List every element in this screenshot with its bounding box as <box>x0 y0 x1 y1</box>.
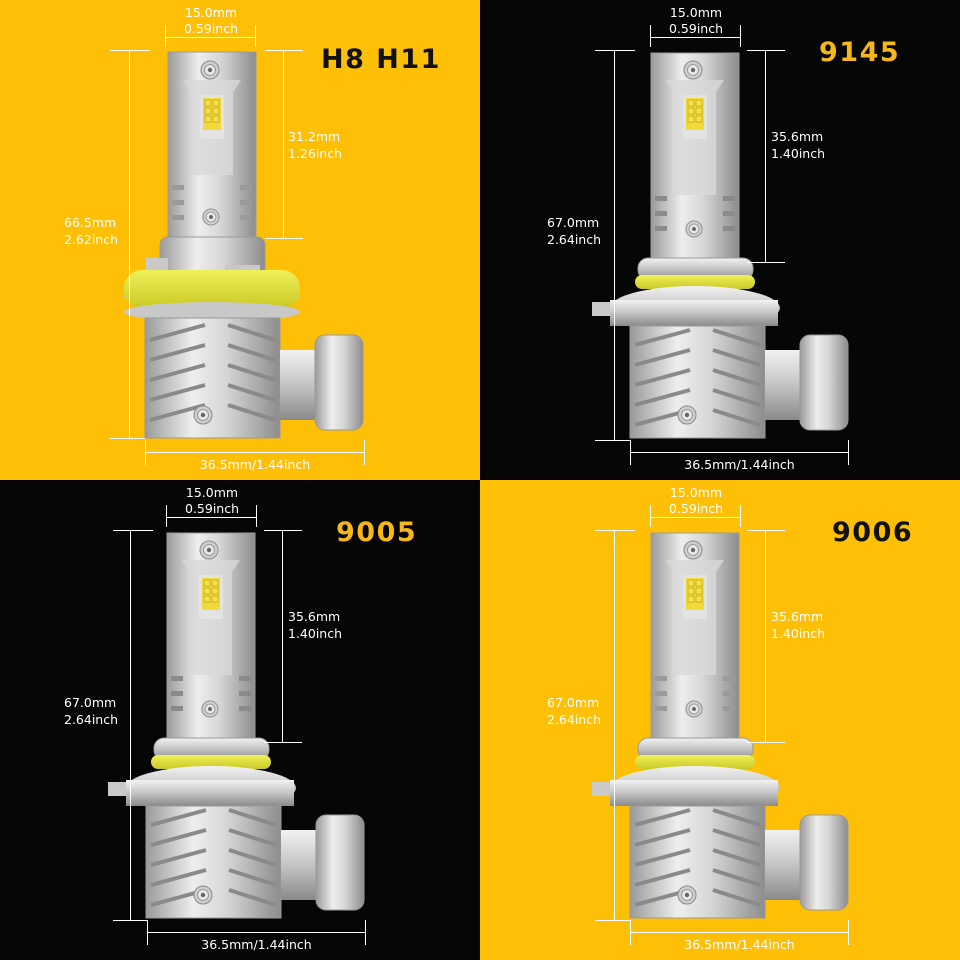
width-dimension-line <box>165 37 256 38</box>
total-height-inch-label: 2.64inch <box>64 712 119 727</box>
width-tick-left <box>650 505 651 527</box>
width-dimension-line <box>650 517 741 518</box>
9006-bulb-illustration <box>592 532 849 919</box>
total-height-mm-label: 67.0mm <box>547 215 600 230</box>
width-tick-right <box>740 505 741 527</box>
base-tick-right <box>848 440 849 465</box>
height-tick-top <box>113 530 153 531</box>
head-tick-top <box>264 530 302 531</box>
head-tick-bottom <box>264 742 302 743</box>
model-title: H8 H11 <box>321 44 441 75</box>
head-height-mm-label: 35.6mm <box>771 609 824 624</box>
base-width-line <box>630 932 849 933</box>
model-title: 9005 <box>336 517 418 548</box>
width-inch-label: 0.59inch <box>668 501 724 516</box>
total-height-line <box>614 50 615 440</box>
base-width-label: 36.5mm/1.44inch <box>684 457 795 472</box>
base-width-line <box>630 452 849 453</box>
width-mm-label: 15.0mm <box>185 485 239 500</box>
head-height-mm-label: 35.6mm <box>288 609 341 624</box>
head-height-line <box>765 530 766 742</box>
width-inch-label: 0.59inch <box>184 501 240 516</box>
height-tick-top <box>595 530 635 531</box>
base-width-line <box>145 452 365 453</box>
height-tick-top <box>595 50 635 51</box>
width-tick-right <box>256 505 257 527</box>
width-inch-label: 0.59inch <box>668 21 724 36</box>
base-width-line <box>147 932 366 933</box>
total-height-line <box>130 530 131 920</box>
height-tick-bottom <box>595 440 630 441</box>
total-height-inch-label: 2.64inch <box>547 712 602 727</box>
base-tick-left <box>630 920 631 945</box>
head-height-line <box>283 50 284 238</box>
width-mm-label: 15.0mm <box>669 5 723 20</box>
panel-9145: 9145 15.0mm 0.59inch 67.0mm 2.64inch 35.… <box>480 0 960 480</box>
total-height-line <box>129 50 130 438</box>
total-height-line <box>614 530 615 920</box>
height-tick-bottom <box>595 920 630 921</box>
width-tick-right <box>740 25 741 47</box>
base-tick-right <box>364 440 365 465</box>
total-height-mm-label: 67.0mm <box>64 695 117 710</box>
base-tick-left <box>630 440 631 465</box>
base-tick-left <box>147 920 148 945</box>
width-inch-label: 0.59inch <box>183 21 239 36</box>
height-tick-top <box>110 50 150 51</box>
head-tick-bottom <box>747 262 785 263</box>
head-height-mm-label: 31.2mm <box>288 129 341 144</box>
head-tick-top <box>747 50 785 51</box>
head-tick-bottom <box>265 238 303 239</box>
height-tick-bottom <box>113 920 148 921</box>
base-tick-left <box>145 440 146 465</box>
head-height-line <box>765 50 766 262</box>
head-tick-bottom <box>747 742 785 743</box>
model-title: 9145 <box>819 37 901 68</box>
panel-9006: 9006 15.0mm 0.59inch 67.0mm 2.64inch 35.… <box>480 480 960 960</box>
head-height-line <box>282 530 283 742</box>
panel-h8-h11: H8 H11 15.0mm 0.59inch 66.5mm 2.62inch 3… <box>0 0 480 480</box>
width-tick-left <box>165 25 166 47</box>
9005-bulb-illustration <box>108 532 365 919</box>
total-height-mm-label: 67.0mm <box>547 695 600 710</box>
head-height-inch-label: 1.40inch <box>288 626 343 641</box>
base-width-label: 36.5mm/1.44inch <box>201 937 312 952</box>
width-mm-label: 15.0mm <box>184 5 238 20</box>
width-tick-right <box>255 25 256 47</box>
base-width-label: 36.5mm/1.44inch <box>684 937 795 952</box>
h8-h11-bulb-illustration <box>124 51 364 439</box>
head-tick-top <box>265 50 303 51</box>
width-tick-left <box>166 505 167 527</box>
total-height-inch-label: 2.64inch <box>547 232 602 247</box>
base-width-label: 36.5mm/1.44inch <box>199 457 311 472</box>
base-tick-right <box>365 920 366 945</box>
head-height-inch-label: 1.40inch <box>771 146 826 161</box>
head-tick-top <box>747 530 785 531</box>
width-tick-left <box>650 25 651 47</box>
9145-bulb-illustration <box>592 52 849 439</box>
head-height-inch-label: 1.26inch <box>288 146 343 161</box>
total-height-inch-label: 2.62inch <box>64 232 119 247</box>
head-height-inch-label: 1.40inch <box>771 626 826 641</box>
width-dimension-line <box>166 517 257 518</box>
head-height-mm-label: 35.6mm <box>771 129 824 144</box>
width-dimension-line <box>650 37 741 38</box>
height-tick-bottom <box>110 438 145 439</box>
panel-9005: 9005 15.0mm 0.59inch 67.0mm 2.64inch 35.… <box>0 480 480 960</box>
base-tick-right <box>848 920 849 945</box>
width-mm-label: 15.0mm <box>669 485 723 500</box>
model-title: 9006 <box>832 517 914 548</box>
total-height-mm-label: 66.5mm <box>64 215 117 230</box>
